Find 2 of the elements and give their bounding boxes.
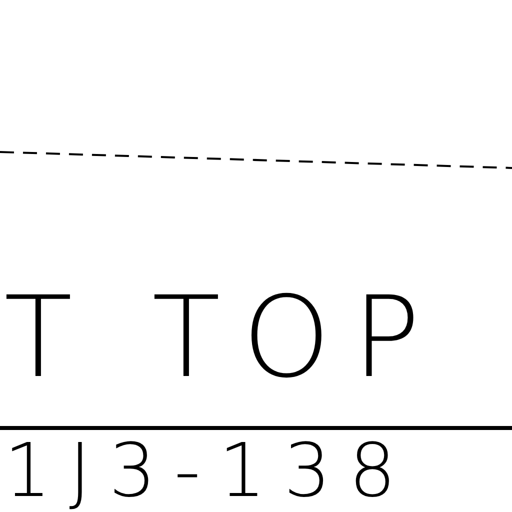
drawing-label: T TOP — [4, 282, 442, 394]
drawing-number: 1J3-138 — [4, 434, 414, 508]
